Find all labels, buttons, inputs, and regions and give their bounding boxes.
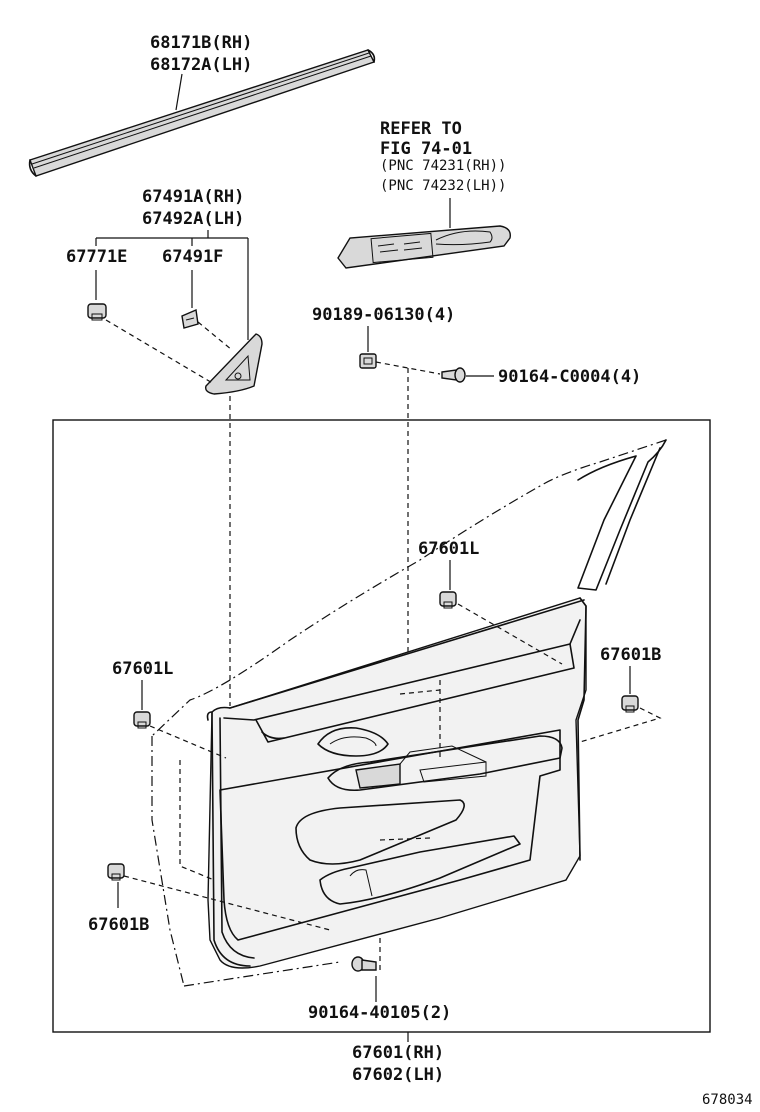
label-clip-67491f: 67491F [162, 247, 223, 267]
clip-67601b-right-icon [621, 695, 639, 713]
label-refer-pnc-rh: (PNC 74231(RH)) [380, 158, 506, 174]
dash-left-bracket [179, 760, 215, 881]
label-refer-line2: FIG 74-01 [380, 139, 472, 159]
clip-67601l-left-icon [133, 711, 151, 729]
clip-67491f-icon [181, 308, 199, 329]
leader-molding [175, 73, 183, 111]
dash-67601l-left [149, 725, 227, 759]
dash-67601l-top [457, 603, 563, 665]
screw-90164-40105-icon [351, 956, 377, 972]
dash-67491f-to-cover [197, 321, 233, 351]
leader-tree-cover [95, 230, 249, 340]
assembly-frame [52, 419, 711, 1033]
label-clip-67771e: 67771E [66, 247, 127, 267]
window-frame [577, 439, 667, 591]
screw-90164-c-icon [441, 367, 466, 383]
dash-67771e-to-cover [105, 319, 215, 385]
nut-90189-icon [359, 353, 377, 369]
clip-67601l-top-icon [439, 591, 457, 609]
clip-67601b-left-icon [107, 863, 125, 881]
label-refer-line1: REFER TO [380, 119, 462, 139]
belt-molding [28, 49, 376, 177]
label-figure-number: 678034 [702, 1092, 753, 1108]
label-cover-rh: 67491A(RH) [142, 187, 244, 207]
label-clip-67601b-left: 67601B [88, 915, 149, 935]
door-outline [151, 439, 667, 987]
dash-nut-to-screw [375, 361, 441, 375]
power-window-switch-base [337, 225, 511, 269]
mirror-cover-triangle [204, 333, 263, 395]
label-screw-90164-40105: 90164-40105(2) [308, 1003, 451, 1023]
dash-67601b-right [579, 707, 662, 743]
label-clip-67601b-right: 67601B [600, 645, 661, 665]
label-clip-67601l-top: 67601L [418, 539, 479, 559]
label-molding-lh: 68172A(LH) [150, 55, 252, 75]
label-nut-90189: 90189-06130(4) [312, 305, 455, 325]
dash-inner-2 [399, 689, 441, 695]
clip-67771e-icon [87, 303, 107, 321]
label-refer-pnc-lh: (PNC 74232(LH)) [380, 178, 506, 194]
label-screw-90164-c: 90164-C0004(4) [498, 367, 641, 387]
label-panel-rh: 67601(RH) [352, 1043, 444, 1063]
label-clip-67601l-left: 67601L [112, 659, 173, 679]
label-panel-lh: 67602(LH) [352, 1065, 444, 1085]
door-trim-panel [206, 597, 587, 969]
label-molding-rh: 68171B(RH) [150, 33, 252, 53]
label-cover-lh: 67492A(LH) [142, 209, 244, 229]
